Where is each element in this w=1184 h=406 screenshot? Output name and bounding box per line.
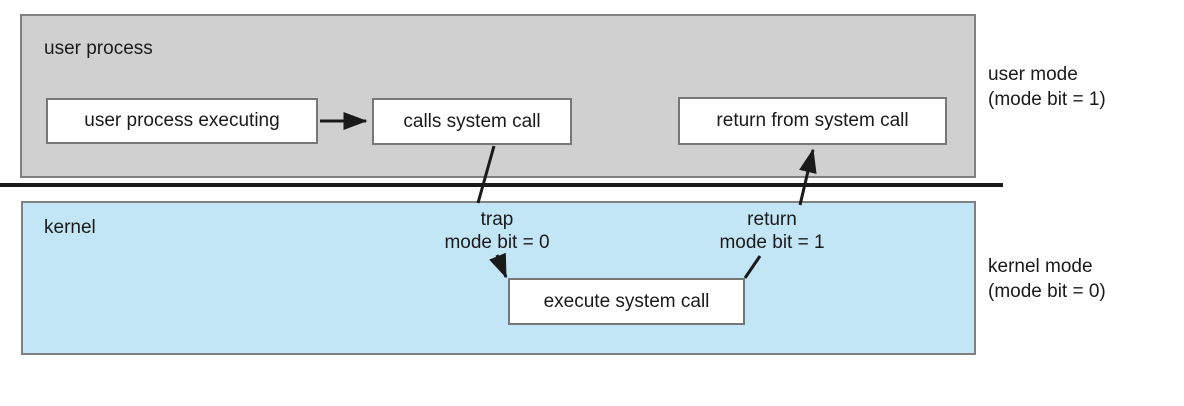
trap-transition-label: trap mode bit = 0	[444, 208, 549, 254]
kernel-region-label: kernel	[44, 217, 96, 238]
user-process-region-label: user process	[44, 38, 153, 59]
user-mode-annotation-line2: (mode bit = 1)	[988, 89, 1106, 110]
node-user-process-executing-label: user process executing	[84, 110, 280, 131]
user-process-region	[20, 14, 976, 178]
return-transition-label-line2: mode bit = 1	[719, 232, 825, 253]
trap-transition-label-line2: mode bit = 0	[444, 232, 550, 253]
trap-transition-label-line1: trap	[480, 209, 514, 230]
node-calls-system-call-label: calls system call	[403, 110, 541, 132]
user-mode-annotation: user mode (mode bit = 1)	[988, 62, 1106, 112]
kernel-mode-annotation-line1: kernel mode	[988, 256, 1093, 277]
node-user-process-executing: user process executing	[46, 98, 318, 144]
node-return-from-system-call: return from system call	[678, 97, 947, 145]
node-calls-system-call: calls system call	[372, 98, 572, 145]
return-transition-label: return mode bit = 1	[719, 208, 824, 254]
kernel-mode-annotation: kernel mode (mode bit = 0)	[988, 254, 1106, 304]
return-transition-label-line1: return	[747, 209, 797, 230]
user-mode-annotation-line1: user mode	[988, 64, 1078, 85]
kernel-mode-annotation-line2: (mode bit = 0)	[988, 281, 1106, 302]
node-execute-system-call: execute system call	[508, 278, 745, 325]
node-execute-system-call-label: execute system call	[543, 290, 710, 312]
node-return-from-system-call-label: return from system call	[716, 110, 909, 131]
